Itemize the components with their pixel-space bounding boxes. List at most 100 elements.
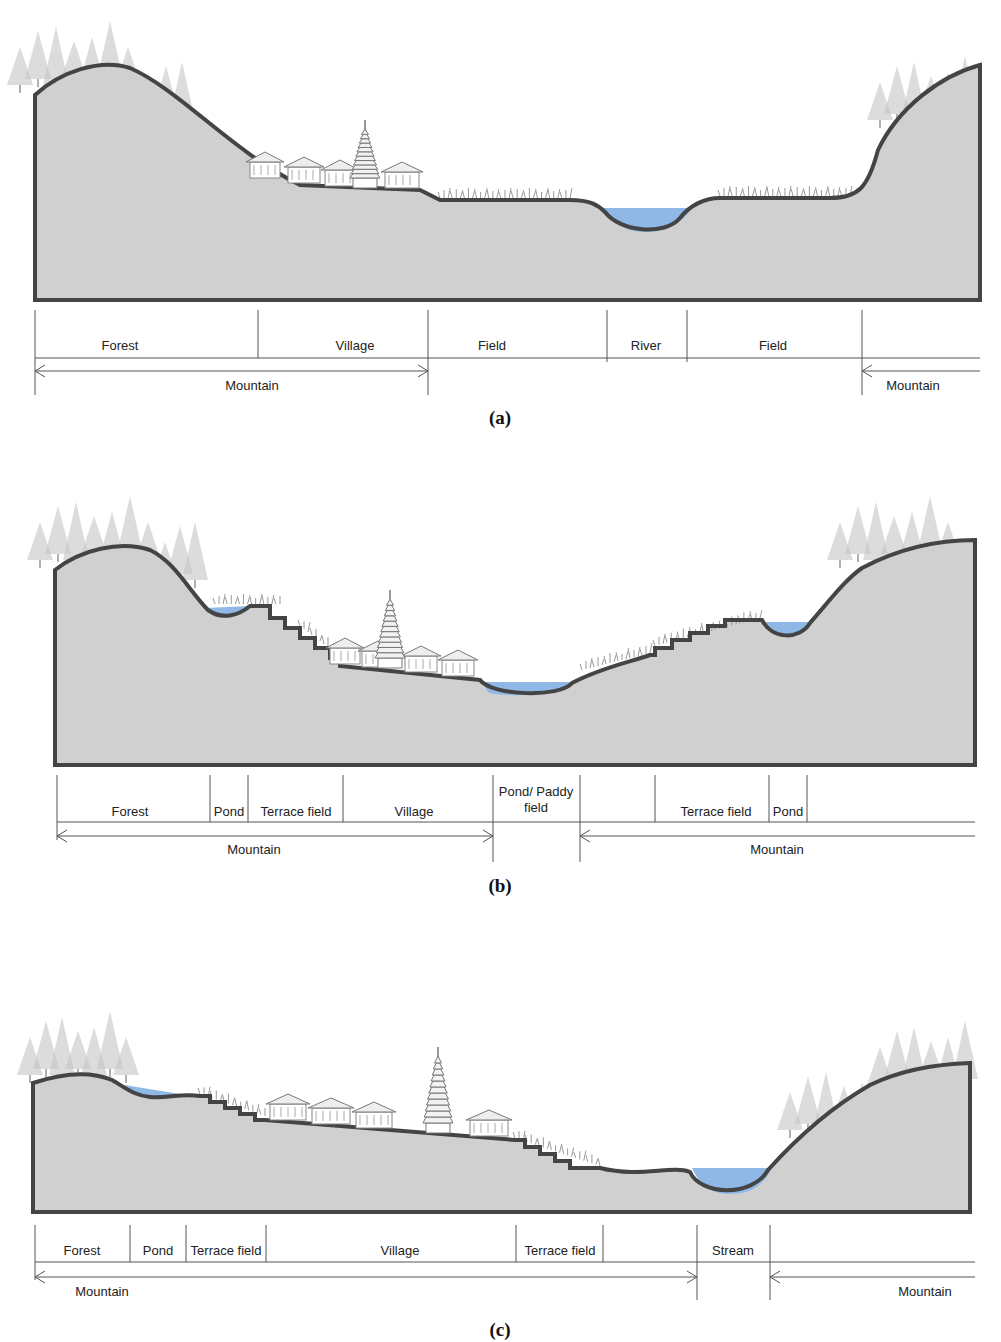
grass-blade (598, 657, 599, 666)
grass-blade (610, 653, 611, 663)
grass-blade (213, 598, 215, 604)
zone-label: Mountain (884, 378, 941, 394)
grass-blade (622, 654, 623, 660)
panel-letter: (b) (486, 874, 513, 898)
grass-blade (265, 1108, 266, 1116)
grass-blade (259, 1109, 261, 1115)
zone-label: Mountain (896, 1284, 953, 1300)
terrain-outline (35, 65, 980, 300)
grass-blade (663, 634, 665, 644)
house-detail (355, 651, 356, 661)
house-detail (268, 165, 269, 175)
grass-blade (513, 1132, 515, 1138)
zone-label: Village (379, 1243, 422, 1259)
house-detail (495, 1123, 496, 1133)
grass-blade (499, 192, 501, 198)
grass-blade (553, 191, 554, 198)
grass-blade (250, 595, 252, 604)
grass-blade (255, 598, 256, 604)
grass-blade (233, 1098, 235, 1105)
grass-blade (640, 649, 642, 655)
house-detail (388, 1115, 389, 1125)
grass-blade (248, 597, 250, 604)
grass-blade (235, 598, 237, 604)
house-roof (466, 1110, 512, 1120)
pagoda-tier (353, 161, 376, 165)
house-detail (381, 1115, 382, 1125)
house-detail (467, 663, 468, 673)
grass-blade (536, 189, 538, 198)
house (442, 660, 474, 676)
grass-blade (560, 1145, 562, 1153)
grass-blade (252, 1105, 253, 1112)
house (470, 1120, 508, 1136)
grass-blade (245, 1101, 247, 1109)
pagoda-tier (356, 152, 375, 156)
house-detail (423, 659, 424, 669)
grass-blade (547, 1142, 549, 1149)
house-detail (360, 1115, 361, 1125)
terrain-fill (35, 65, 980, 300)
zone-label: Stream (710, 1243, 756, 1259)
house-detail (410, 175, 411, 185)
grass-blade (243, 594, 244, 604)
grass-blade (558, 189, 560, 198)
pagoda-tier (435, 1057, 442, 1063)
house-detail (396, 175, 397, 185)
grass-blade (228, 1094, 229, 1104)
grass-blade (767, 186, 769, 196)
zone-label: Terrace field (679, 804, 754, 820)
grass-blade (838, 187, 840, 196)
grass-blade (638, 647, 640, 656)
house-roof (352, 1102, 396, 1112)
tree-trunk (839, 560, 841, 568)
house (330, 648, 360, 664)
grass-blade (604, 656, 606, 664)
house (250, 162, 280, 178)
tree-trunk (109, 1069, 111, 1077)
grass-blade (616, 652, 618, 661)
grass-blade (562, 1144, 564, 1154)
zone-label: Forest (110, 804, 151, 820)
house-roof (284, 157, 324, 167)
house-detail (302, 1107, 303, 1117)
grass-blade (592, 660, 594, 667)
grass-blade (614, 655, 616, 662)
grass-blade (728, 186, 730, 196)
house-detail (292, 170, 293, 180)
house-detail (274, 1107, 275, 1117)
grass-blade (659, 637, 660, 645)
grass-blade (543, 1137, 544, 1147)
grass-blade (760, 190, 761, 196)
grass-blade (529, 188, 530, 198)
pagoda-tier (432, 1069, 444, 1075)
terrain-fill (33, 1063, 970, 1212)
grass-blade (521, 192, 523, 198)
house-detail (323, 1111, 324, 1121)
grass-blade (475, 189, 477, 198)
grass-blade (777, 187, 779, 196)
pagoda-spire (437, 1047, 439, 1057)
house-roof (246, 152, 284, 162)
water-bodies (118, 208, 809, 1194)
grass-blade (584, 1151, 586, 1161)
grass-blade (801, 190, 803, 196)
grass-blade (791, 189, 793, 196)
house-detail (254, 165, 255, 175)
grass-blade (260, 596, 262, 604)
house-detail (488, 1123, 489, 1133)
terrain-outline (55, 540, 975, 765)
house (356, 1112, 392, 1128)
grass-blade (320, 635, 322, 641)
grass-blade (487, 188, 489, 198)
grass-blade (565, 190, 566, 198)
zone-label: Village (393, 804, 436, 820)
house-detail (348, 651, 349, 661)
pagoda-tier (378, 637, 401, 642)
grass-blade (444, 190, 445, 198)
grass-blade (586, 1155, 588, 1162)
house-detail (453, 663, 454, 673)
pagoda-tier (377, 642, 402, 647)
grass-blade (272, 595, 274, 604)
